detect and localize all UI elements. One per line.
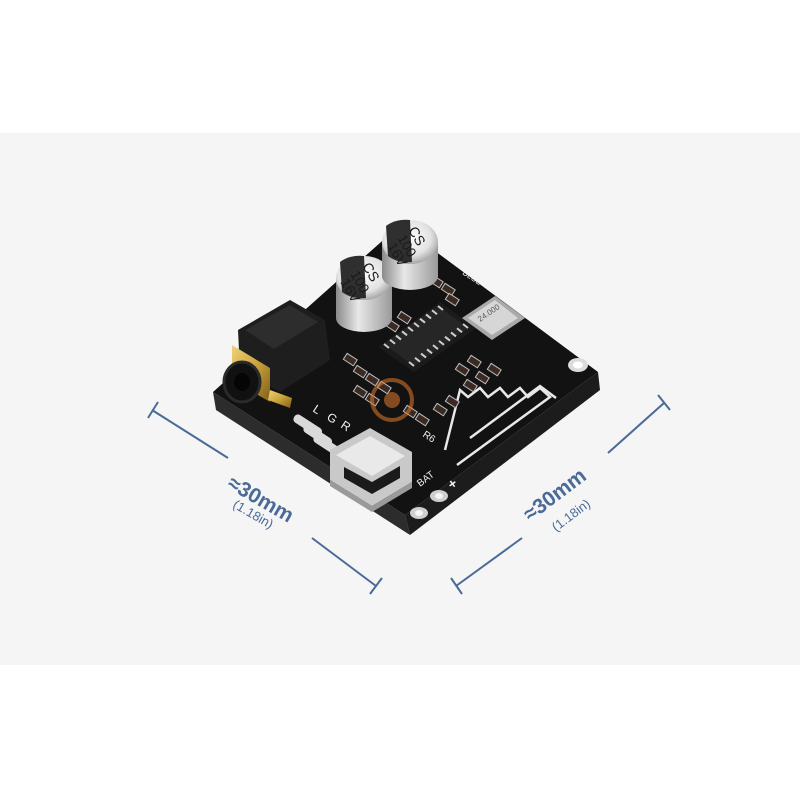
ic-pin: [450, 331, 457, 338]
ic-pin: [414, 356, 421, 363]
smd-component: [454, 362, 470, 377]
bluetooth-antenna: [443, 384, 557, 467]
ic-pin: [413, 322, 420, 328]
ic-pin: [383, 343, 390, 349]
bat-pad-1: [410, 507, 428, 519]
ic-pin: [444, 335, 451, 342]
smd-component: [462, 378, 478, 393]
ic-pin: [395, 334, 402, 341]
smd-component: [352, 364, 368, 379]
smd-component: [364, 372, 380, 387]
micro-usb-port: [330, 428, 412, 512]
ic-pin: [407, 326, 414, 332]
capacitor-left: CS 100 16V: [336, 255, 392, 332]
main-ic-chip: [378, 302, 476, 372]
smd-component: [352, 384, 368, 399]
smd-component: [474, 370, 490, 385]
pcb-surface: [213, 225, 598, 515]
ic-pin: [431, 309, 438, 316]
ic-pin: [426, 348, 433, 355]
ic-pin: [456, 327, 463, 334]
ic-pin: [419, 317, 426, 324]
smd-component: [432, 402, 448, 417]
capacitor-right: CS 100 16V: [382, 219, 438, 290]
ic-pin: [420, 352, 427, 359]
crystal-oscillator: 24.000: [462, 296, 525, 340]
smd-components: [342, 274, 502, 427]
bluetooth-audio-board: L G R BAT +: [213, 219, 600, 535]
smd-component: [342, 352, 358, 367]
ic-pin: [401, 330, 408, 337]
watermark-logo: [370, 378, 414, 422]
smd-component: [396, 310, 412, 325]
ic-pin: [437, 305, 444, 311]
ic-pin: [408, 361, 415, 367]
ic-pin: [432, 344, 439, 350]
ic-pin: [462, 323, 469, 329]
bat-pad-2: [430, 490, 448, 502]
smd-component: [444, 394, 460, 409]
smd-component: [486, 362, 502, 377]
ic-pin: [425, 313, 432, 320]
smd-component: [414, 412, 430, 427]
ic-pin: [438, 340, 445, 346]
smd-component: [466, 354, 482, 369]
audio-jack: [222, 300, 330, 408]
mounting-hole: [568, 358, 588, 372]
ic-pin: [389, 338, 396, 345]
smd-component: [444, 292, 460, 307]
smd-component: [440, 282, 456, 297]
ic-pins: [383, 305, 469, 367]
